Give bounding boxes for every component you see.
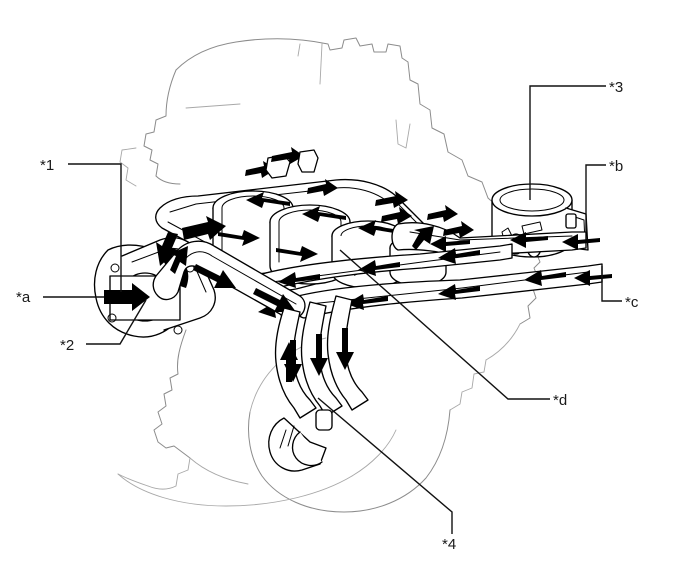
callout-star-4-label: *4: [442, 536, 456, 553]
callout-star-1-label: *1: [40, 157, 54, 174]
callout-star-2[interactable]: *2: [60, 299, 147, 354]
callout-layer: *1 *2 *3 *4 *a *b *c: [16, 79, 639, 553]
callout-star-c[interactable]: *c: [601, 266, 639, 311]
lower-return-pipe-left: [152, 240, 306, 320]
callout-star-c-label: *c: [625, 294, 639, 311]
callout-star-b-label: *b: [609, 158, 623, 175]
callout-star-d-label: *d: [553, 392, 567, 409]
small-flow-indicators: [245, 147, 474, 238]
callout-star-a[interactable]: *a: [16, 289, 104, 306]
heater-hose-branch: [268, 295, 369, 472]
callout-star-d[interactable]: *d: [339, 249, 567, 409]
callout-star-2-label: *2: [60, 337, 74, 354]
callout-star-4[interactable]: *4: [317, 397, 456, 553]
callout-star-1[interactable]: *1: [40, 157, 122, 292]
callout-star-b[interactable]: *b: [585, 158, 623, 232]
callout-star-3[interactable]: *3: [529, 79, 623, 200]
callout-star-a-label: *a: [16, 289, 31, 306]
callout-star-3-label: *3: [609, 79, 623, 96]
